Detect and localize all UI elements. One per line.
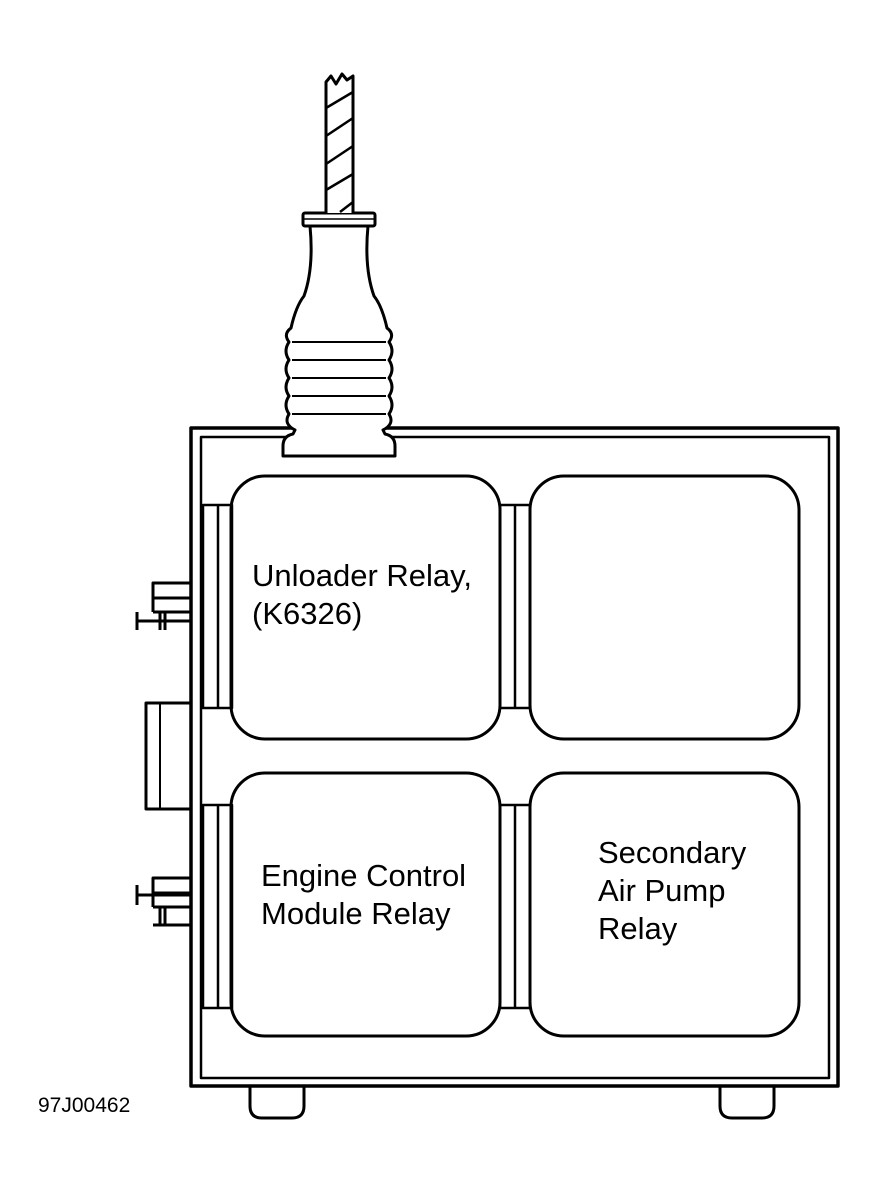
label-engine-control-module-relay: Engine Control Module Relay xyxy=(261,858,467,931)
side-connector xyxy=(144,701,193,811)
harness-boot xyxy=(281,211,397,458)
relay-secondary-air-pump xyxy=(528,771,801,1038)
bracket-bottom xyxy=(135,876,191,927)
bracket-top xyxy=(135,581,191,630)
relay-empty-slot xyxy=(528,474,801,741)
relay-unloader xyxy=(229,474,502,741)
label-unloader-relay: Unloader Relay, (K6326) xyxy=(252,558,472,631)
relay-engine-control-module xyxy=(229,771,502,1038)
box-feet xyxy=(248,1086,776,1120)
relay-box-inner xyxy=(199,435,831,1080)
figure-reference-id: 97J00462 xyxy=(38,1094,131,1117)
twisted-wire xyxy=(324,72,355,213)
label-secondary-air-pump-relay: Secondary Air Pump Relay xyxy=(598,835,747,946)
